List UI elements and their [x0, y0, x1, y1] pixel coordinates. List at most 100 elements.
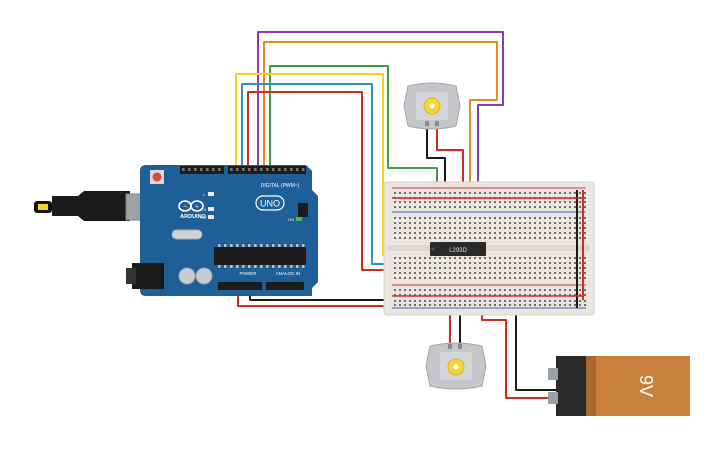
hole	[504, 206, 506, 208]
hole	[579, 201, 581, 203]
hole	[394, 217, 396, 219]
hole	[218, 168, 221, 171]
hole	[242, 168, 245, 171]
hole	[559, 272, 561, 274]
hole	[499, 217, 501, 219]
hole	[534, 227, 536, 229]
hole	[394, 300, 396, 302]
motor-bottom-terminal-a	[448, 344, 452, 349]
wire-purple[interactable]	[257, 31, 504, 210]
hole	[302, 244, 305, 247]
hole	[564, 304, 566, 306]
hole	[484, 232, 486, 234]
motor-bottom[interactable]	[425, 342, 487, 390]
hole	[454, 222, 456, 224]
usb-connector	[52, 191, 130, 221]
hole	[549, 222, 551, 224]
hole	[474, 201, 476, 203]
hole	[399, 277, 401, 279]
wire-battery-black[interactable]	[515, 300, 556, 391]
hole	[489, 201, 491, 203]
hole	[409, 192, 411, 194]
battery-cap	[556, 356, 588, 416]
hole	[494, 222, 496, 224]
hole	[519, 206, 521, 208]
hole	[212, 168, 215, 171]
hole	[524, 277, 526, 279]
wire-motor-top-red[interactable]	[436, 126, 464, 210]
hole	[278, 244, 281, 247]
capacitor-1	[178, 267, 196, 285]
hole	[454, 257, 456, 259]
hole	[399, 257, 401, 259]
hole	[494, 272, 496, 274]
hole	[584, 300, 586, 302]
hole	[579, 192, 581, 194]
hole	[584, 222, 586, 224]
hole	[449, 304, 451, 306]
hole	[564, 232, 566, 234]
hole	[499, 257, 501, 259]
hole	[434, 262, 436, 264]
hole	[414, 277, 416, 279]
hole	[434, 206, 436, 208]
hole	[559, 267, 561, 269]
hole	[404, 262, 406, 264]
hole	[519, 289, 521, 291]
hole	[579, 222, 581, 224]
hole	[484, 217, 486, 219]
hole	[519, 192, 521, 194]
hole	[569, 237, 571, 239]
hole	[484, 300, 486, 302]
hole	[499, 277, 501, 279]
hole	[454, 277, 456, 279]
hole	[489, 206, 491, 208]
hole	[419, 232, 421, 234]
hole	[449, 257, 451, 259]
hole	[474, 206, 476, 208]
hole	[544, 289, 546, 291]
hole	[399, 232, 401, 234]
hole	[454, 206, 456, 208]
hole	[409, 272, 411, 274]
hole	[464, 222, 466, 224]
hole	[564, 272, 566, 274]
hole	[429, 300, 431, 302]
wire-orange[interactable]	[263, 41, 498, 210]
hole	[404, 232, 406, 234]
hole	[429, 206, 431, 208]
hole	[564, 237, 566, 239]
hole	[509, 294, 511, 296]
hole	[524, 206, 526, 208]
hole	[454, 232, 456, 234]
battery-9v[interactable]: 9V	[548, 356, 690, 416]
hole	[489, 227, 491, 229]
motor-bottom-terminal-b	[458, 344, 462, 349]
hole	[554, 277, 556, 279]
arduino-board[interactable]: DIGITAL (PWM~) + − ARDUINO UNO L TX RX O…	[34, 165, 318, 296]
hole	[569, 289, 571, 291]
hole	[248, 244, 251, 247]
hole	[499, 294, 501, 296]
hole	[479, 227, 481, 229]
hole	[414, 304, 416, 306]
hole	[474, 277, 476, 279]
hole	[454, 304, 456, 306]
hole	[459, 257, 461, 259]
hole	[414, 289, 416, 291]
hole	[284, 168, 287, 171]
hole	[549, 206, 551, 208]
driver-ic[interactable]: L293D	[430, 242, 486, 256]
hole	[439, 262, 441, 264]
motor-top[interactable]	[403, 82, 461, 130]
hole	[459, 192, 461, 194]
hole	[424, 237, 426, 239]
hole	[474, 300, 476, 302]
hole	[454, 267, 456, 269]
hole	[399, 262, 401, 264]
reset-button-cap[interactable]	[152, 172, 162, 182]
hole	[409, 267, 411, 269]
hole	[469, 192, 471, 194]
hole	[524, 262, 526, 264]
hole	[479, 232, 481, 234]
